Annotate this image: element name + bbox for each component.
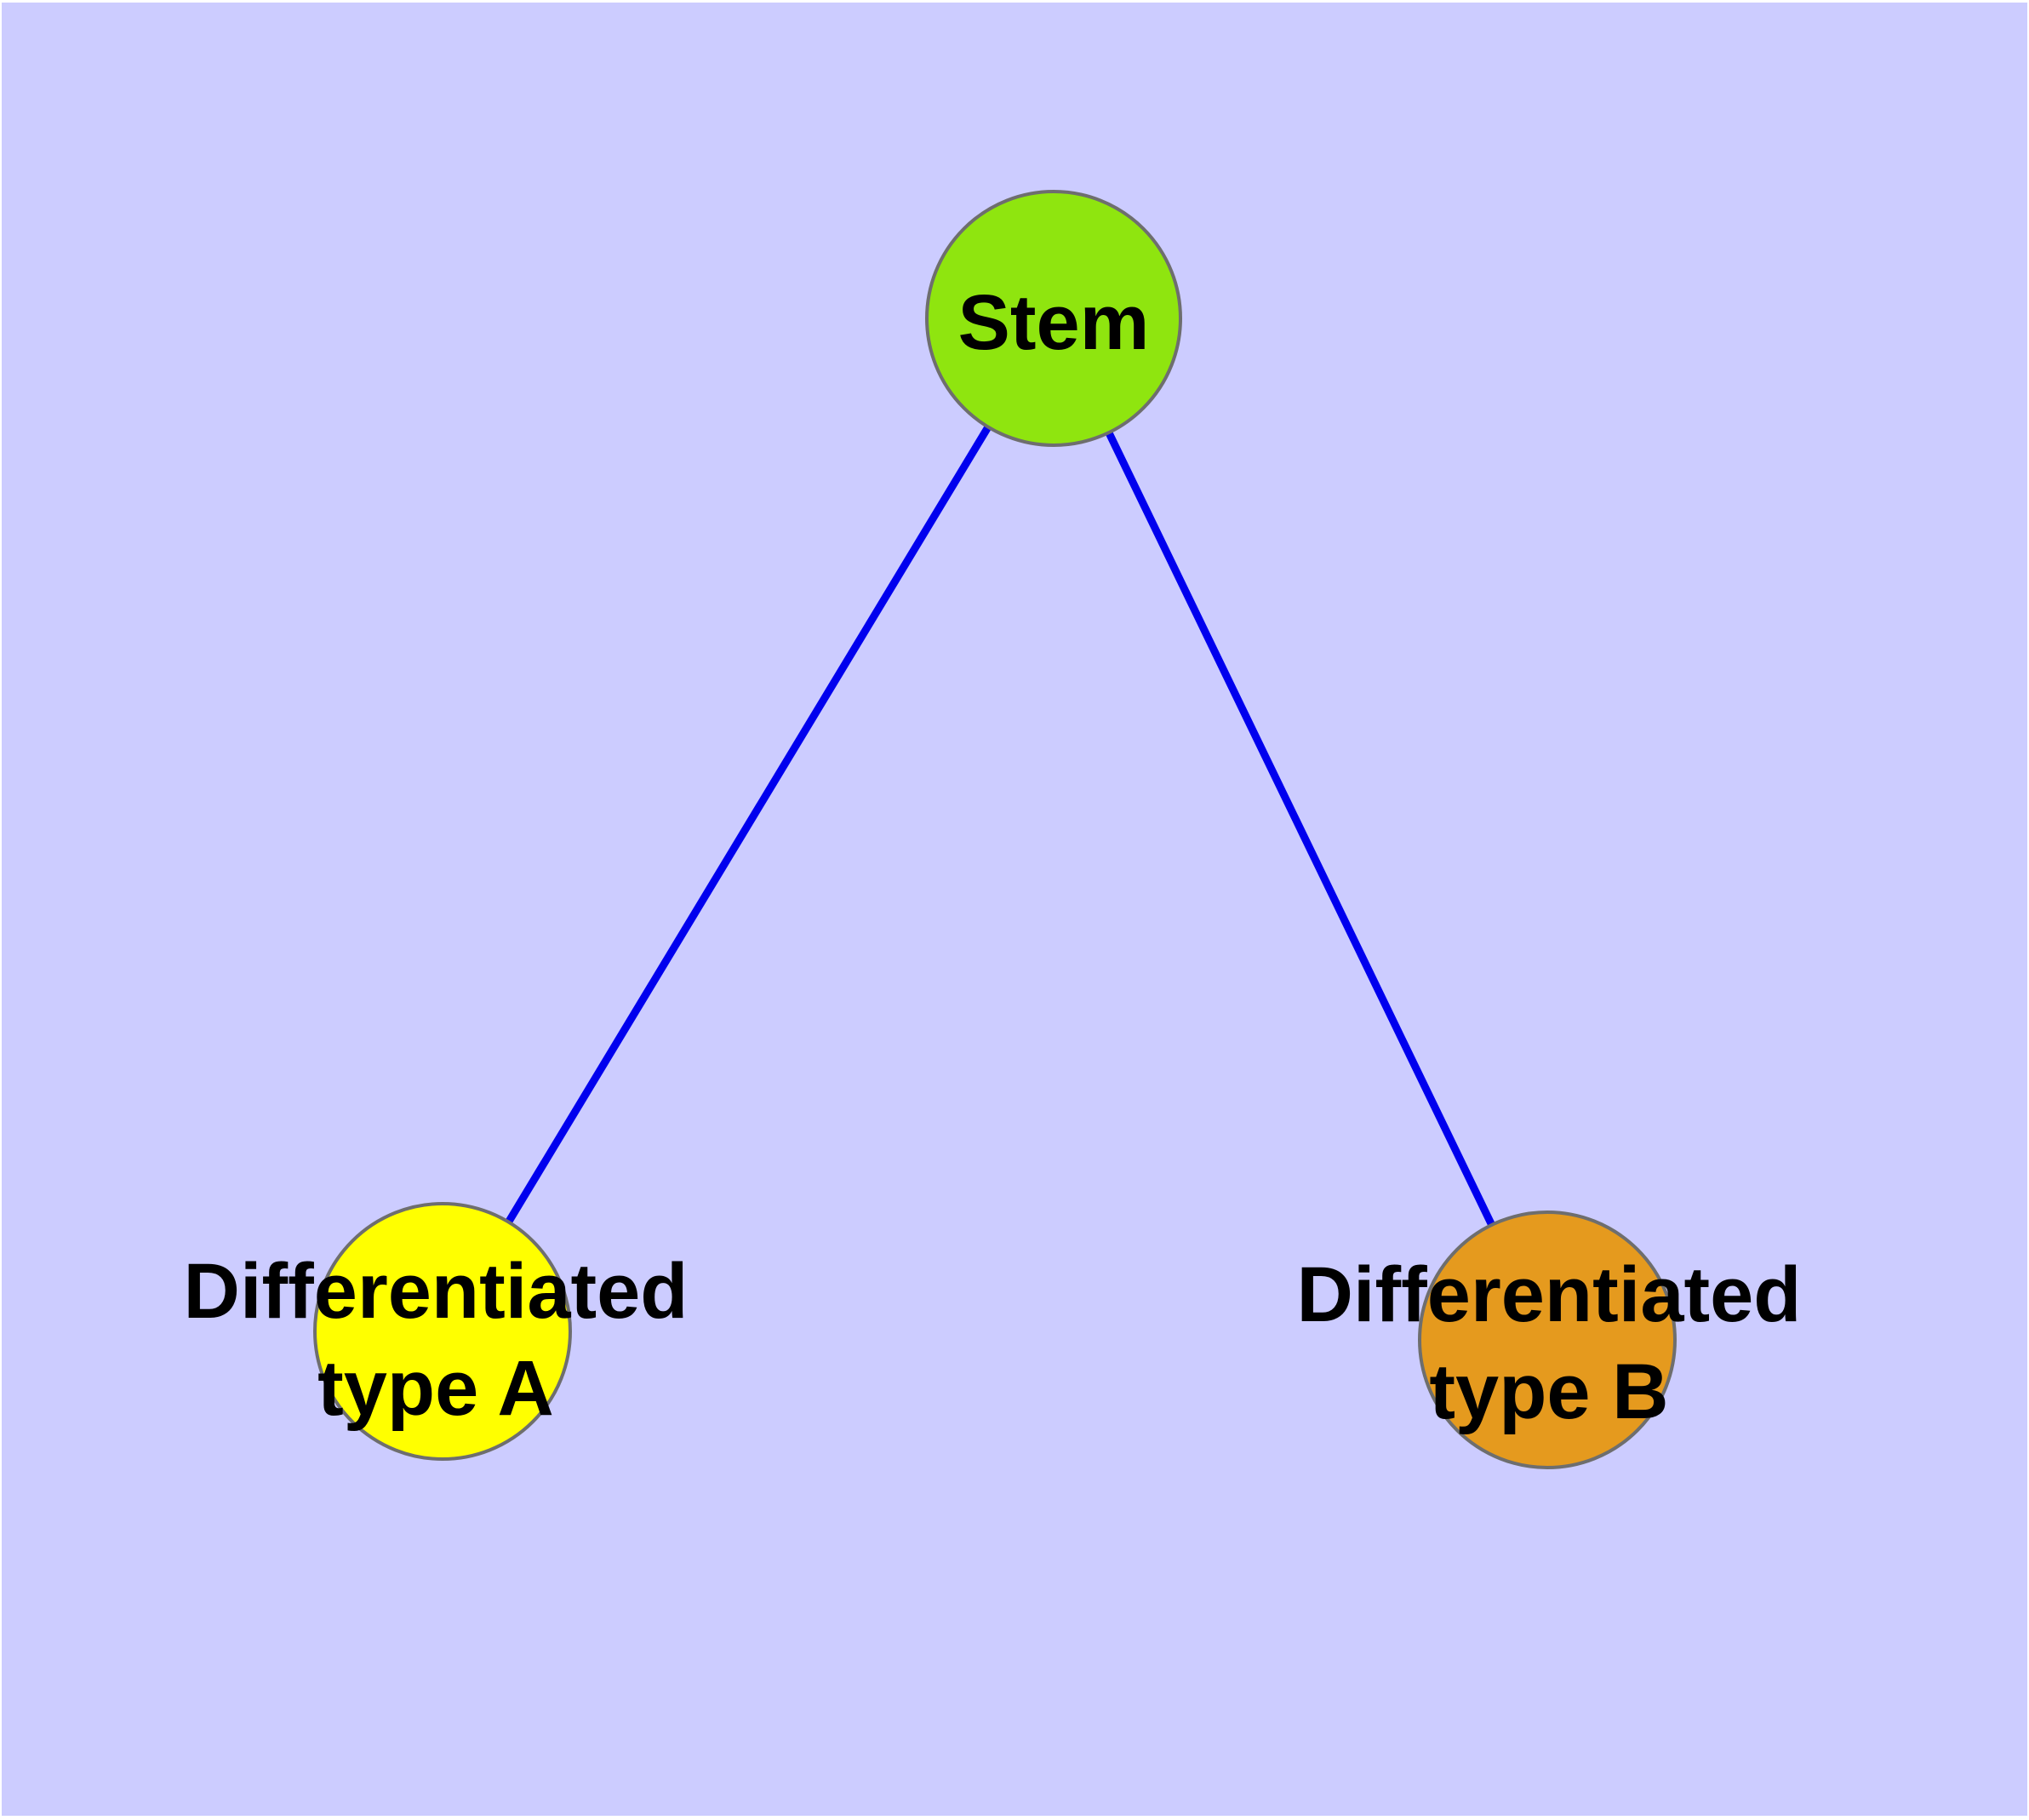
node-typeA-label-line1: Differentiated [184, 1248, 689, 1335]
edge-stem-to-typeB [1049, 317, 1552, 1342]
edge-stem-to-typeA [439, 316, 1057, 1334]
node-typeB-label-line1: Differentiated [1297, 1251, 1802, 1338]
node-stem-circle [925, 190, 1182, 447]
node-typeA-label-line2: type A [317, 1345, 554, 1432]
node-typeB-label-line2: type B [1429, 1348, 1668, 1435]
node-stem-label: Stem [958, 279, 1150, 366]
node-typeB-circle [1418, 1210, 1677, 1469]
node-typeA-circle [313, 1202, 572, 1461]
